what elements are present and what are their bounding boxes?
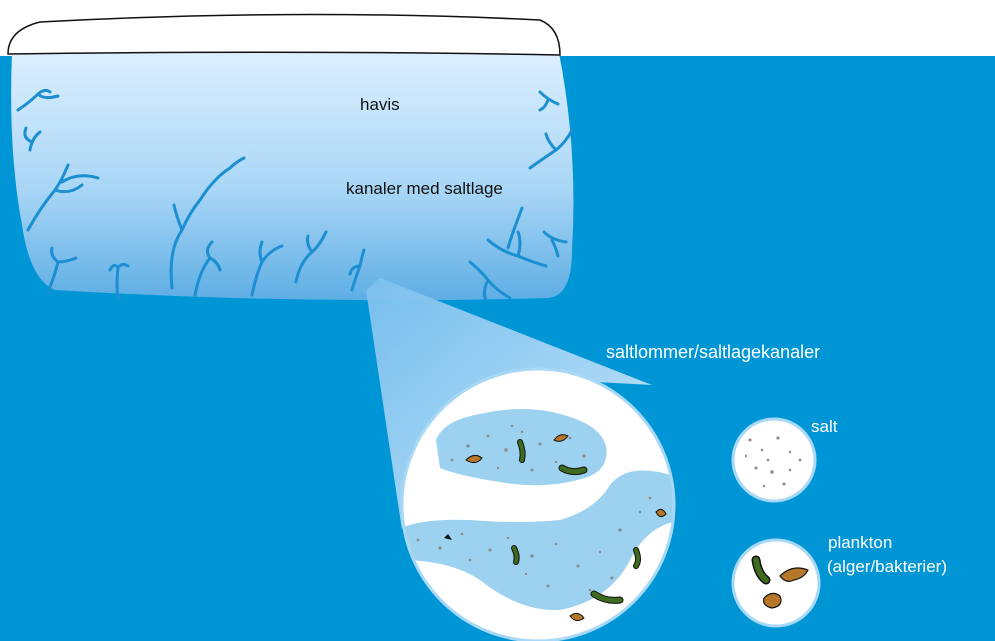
salt-inset: [733, 419, 815, 501]
label-brine-channels: kanaler med saltlage: [346, 178, 503, 199]
label-plankton-detail: (alger/bakterier): [827, 556, 947, 577]
ice-surface-snow: [8, 14, 560, 55]
label-plankton: plankton: [828, 532, 892, 553]
label-salt: salt: [811, 416, 837, 437]
label-ice: havis: [360, 94, 400, 115]
label-brine-pockets: saltlommer/saltlagekanaler: [606, 341, 820, 364]
plankton-inset: [733, 540, 819, 626]
